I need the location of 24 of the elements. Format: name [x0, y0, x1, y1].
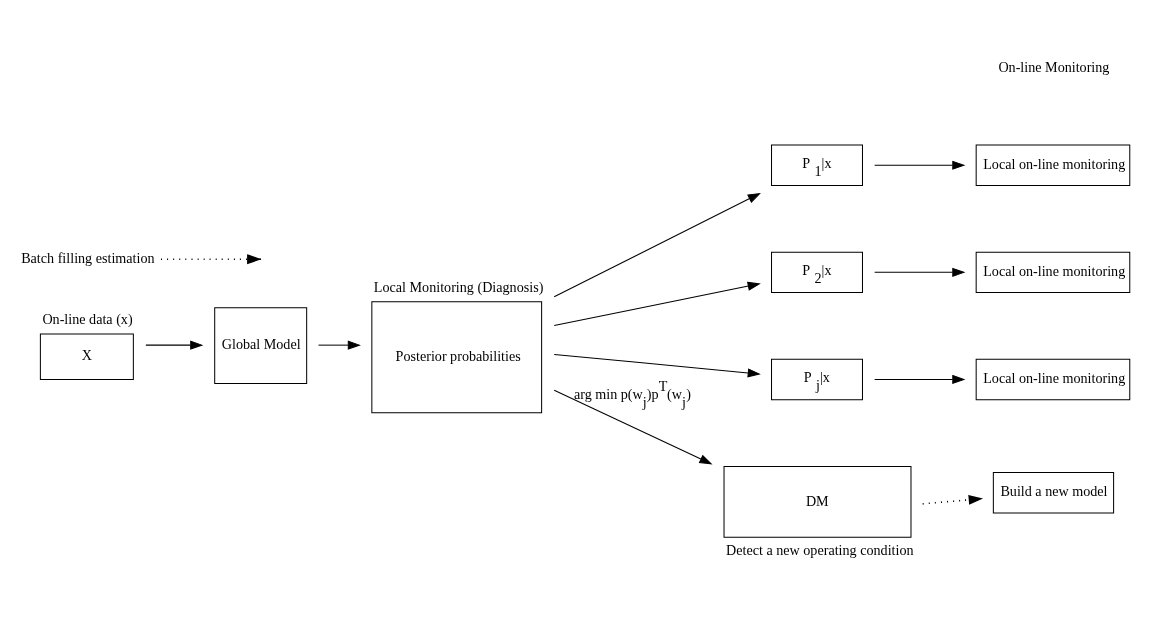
node-box: Local on-line monitoring — [975, 251, 1131, 294]
node-box: DM — [723, 465, 912, 538]
label: On-line Monitoring — [998, 58, 1110, 75]
arrow — [553, 353, 761, 378]
node-box: Global Model — [214, 307, 308, 385]
arrow — [921, 494, 984, 505]
arrow — [145, 340, 204, 350]
arrow — [318, 340, 361, 350]
node-label: On-line data (x) — [42, 311, 133, 328]
arrow — [874, 267, 966, 277]
node-label: Detect a new operating condition — [726, 541, 914, 558]
node-box: Local on-line monitoring — [975, 358, 1131, 401]
node-label: Local Monitoring (Diagnosis) — [373, 278, 544, 295]
arrow — [160, 254, 262, 265]
node-box: Local on-line monitoring — [975, 144, 1131, 186]
arrow — [553, 192, 761, 298]
node-box: Posterior probabilities — [371, 301, 543, 414]
node-text: Batch filling estimation — [21, 249, 155, 266]
arrow — [874, 160, 966, 170]
arrow — [553, 389, 713, 465]
arrow — [874, 374, 966, 385]
node-box: Build a new model — [992, 471, 1115, 514]
node-box: X — [39, 333, 134, 380]
arrow — [553, 281, 761, 327]
